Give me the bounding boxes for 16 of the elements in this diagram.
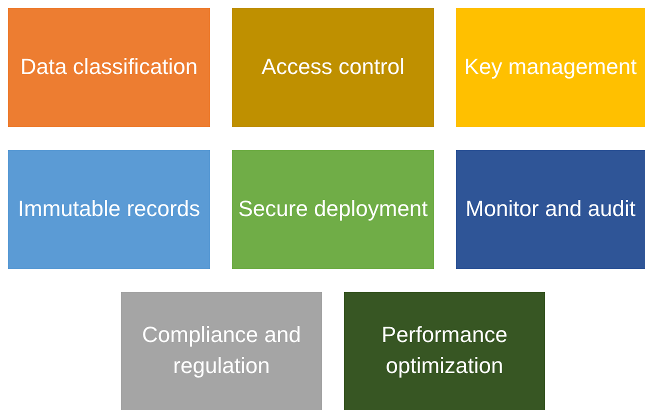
category-tile — [8, 8, 210, 127]
tile-label: Monitor and audit — [466, 195, 636, 224]
category-tile — [232, 150, 434, 269]
category-tile — [456, 8, 645, 127]
category-tile — [456, 150, 645, 269]
tile-label: Data classification — [20, 53, 198, 82]
category-tile — [8, 150, 210, 269]
tile-label: Secure deployment — [238, 195, 428, 224]
tile-label: Performance optimization — [380, 321, 508, 380]
category-tile — [344, 292, 545, 410]
tile-label: Access control — [261, 53, 405, 82]
category-tile — [232, 8, 434, 127]
category-tile — [121, 292, 322, 410]
tile-label: Immutable records — [18, 195, 200, 224]
tile-label: Key management — [464, 53, 637, 82]
tile-label: Compliance and regulation — [141, 321, 302, 380]
